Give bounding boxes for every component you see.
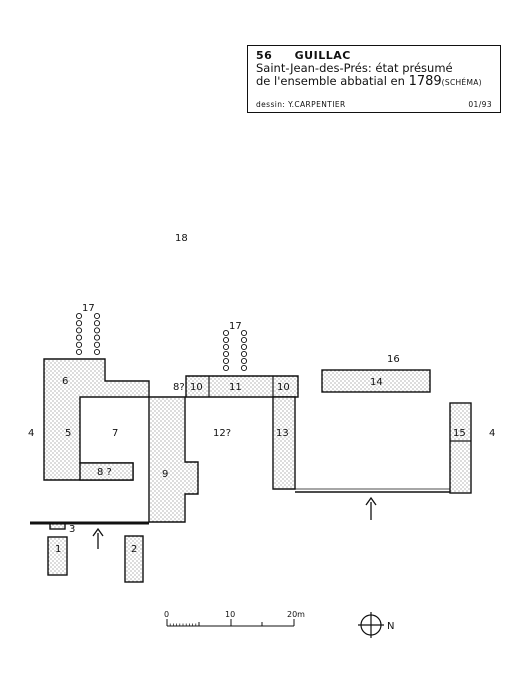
label-4-left: 4 <box>28 428 34 439</box>
scale-label-10: 10 <box>225 610 235 619</box>
circle-col-left-b-4 <box>93 334 101 341</box>
circle-col-right-b-4 <box>240 350 248 358</box>
circle-col-right-a-1 <box>222 329 230 337</box>
scale-minor-ticks <box>169 623 197 626</box>
cartouche-line-2: de l'ensemble abbatial en 1789(SCHÉMA) <box>256 75 492 89</box>
circle-col-left-b-1 <box>93 312 101 320</box>
label-6: 6 <box>62 376 68 387</box>
circle-col-left-b-2 <box>93 320 101 327</box>
label-8-upper: 8? <box>173 382 185 393</box>
entrance-arrow-right-head <box>365 496 377 506</box>
circle-col-right-b-2 <box>240 336 248 344</box>
circle-col-left-b-6 <box>93 348 101 356</box>
entrance-arrow-left-head <box>92 527 104 537</box>
cartouche-line-1: Saint-Jean-des-Prés: état présumé <box>256 61 453 75</box>
building-15 <box>449 402 472 494</box>
circle-col-right-a-2 <box>222 336 230 344</box>
title-cartouche: 56 GUILLAC Saint-Jean-des-Prés: état pré… <box>247 45 501 113</box>
label-11: 11 <box>229 382 242 393</box>
label-15: 15 <box>453 428 466 439</box>
circle-col-right-b-6 <box>240 364 248 372</box>
circle-col-right-a-6 <box>222 364 230 372</box>
building-13-wing <box>272 396 296 490</box>
scale-label-20m: 20m <box>287 610 305 619</box>
label-9: 9 <box>162 469 168 480</box>
building-9-complex <box>148 396 199 523</box>
label-7: 7 <box>112 428 118 439</box>
circle-col-left-b-5 <box>93 341 101 348</box>
cartouche-footer: dessin: Y.CARPENTIER 01/93 <box>256 100 492 109</box>
cartouche-header: 56 GUILLAC <box>256 49 492 62</box>
north-label: N <box>387 621 394 632</box>
building-14 <box>321 369 431 393</box>
circle-col-left-a-2 <box>75 320 83 327</box>
label-13: 13 <box>276 428 289 439</box>
circle-col-right-b-3 <box>240 343 248 351</box>
label-8: 8 ? <box>97 467 112 478</box>
circle-col-right-a-5 <box>222 357 230 365</box>
label-3: 3 <box>69 524 75 535</box>
department-number: 56 <box>256 49 273 62</box>
label-17-left: 17 <box>82 303 95 314</box>
circle-col-left-b-3 <box>93 327 101 334</box>
label-10-right: 10 <box>277 382 290 393</box>
building-8 <box>79 462 134 481</box>
cartouche-tag: (SCHÉMA) <box>441 78 482 87</box>
label-18: 18 <box>175 233 188 244</box>
circle-col-left-a-6 <box>75 348 83 356</box>
scale-bar <box>166 619 295 627</box>
scale-label-0: 0 <box>164 610 169 619</box>
cartouche-year: 1789 <box>408 74 442 89</box>
circle-rows <box>75 312 248 372</box>
circle-col-left-a-3 <box>75 327 83 334</box>
north-arrow: N <box>358 612 394 638</box>
label-4-right: 4 <box>489 428 495 439</box>
cartouche-date: 01/93 <box>468 100 492 109</box>
building-6-5-wing <box>43 358 150 481</box>
circle-col-left-a-4 <box>75 334 83 341</box>
label-1: 1 <box>55 544 61 555</box>
building-1 <box>47 536 68 576</box>
label-12: 12? <box>213 428 231 439</box>
circle-col-left-a-5 <box>75 341 83 348</box>
label-16: 16 <box>387 354 400 365</box>
circle-col-right-b-1 <box>240 329 248 337</box>
building-2 <box>124 535 144 583</box>
label-17-right: 17 <box>229 321 242 332</box>
cartouche-author: dessin: Y.CARPENTIER <box>256 100 346 109</box>
circle-col-right-a-3 <box>222 343 230 351</box>
label-2: 2 <box>131 544 137 555</box>
label-10-left: 10 <box>190 382 203 393</box>
circle-col-left-a-1 <box>75 312 83 320</box>
circle-col-right-b-5 <box>240 357 248 365</box>
label-5: 5 <box>65 428 71 439</box>
commune-name: GUILLAC <box>294 49 351 62</box>
building-10-11-10-range <box>185 375 299 398</box>
cartouche-line-2-text: de l'ensemble abbatial en <box>256 74 405 88</box>
circle-col-right-a-4 <box>222 350 230 358</box>
label-14: 14 <box>370 377 383 388</box>
